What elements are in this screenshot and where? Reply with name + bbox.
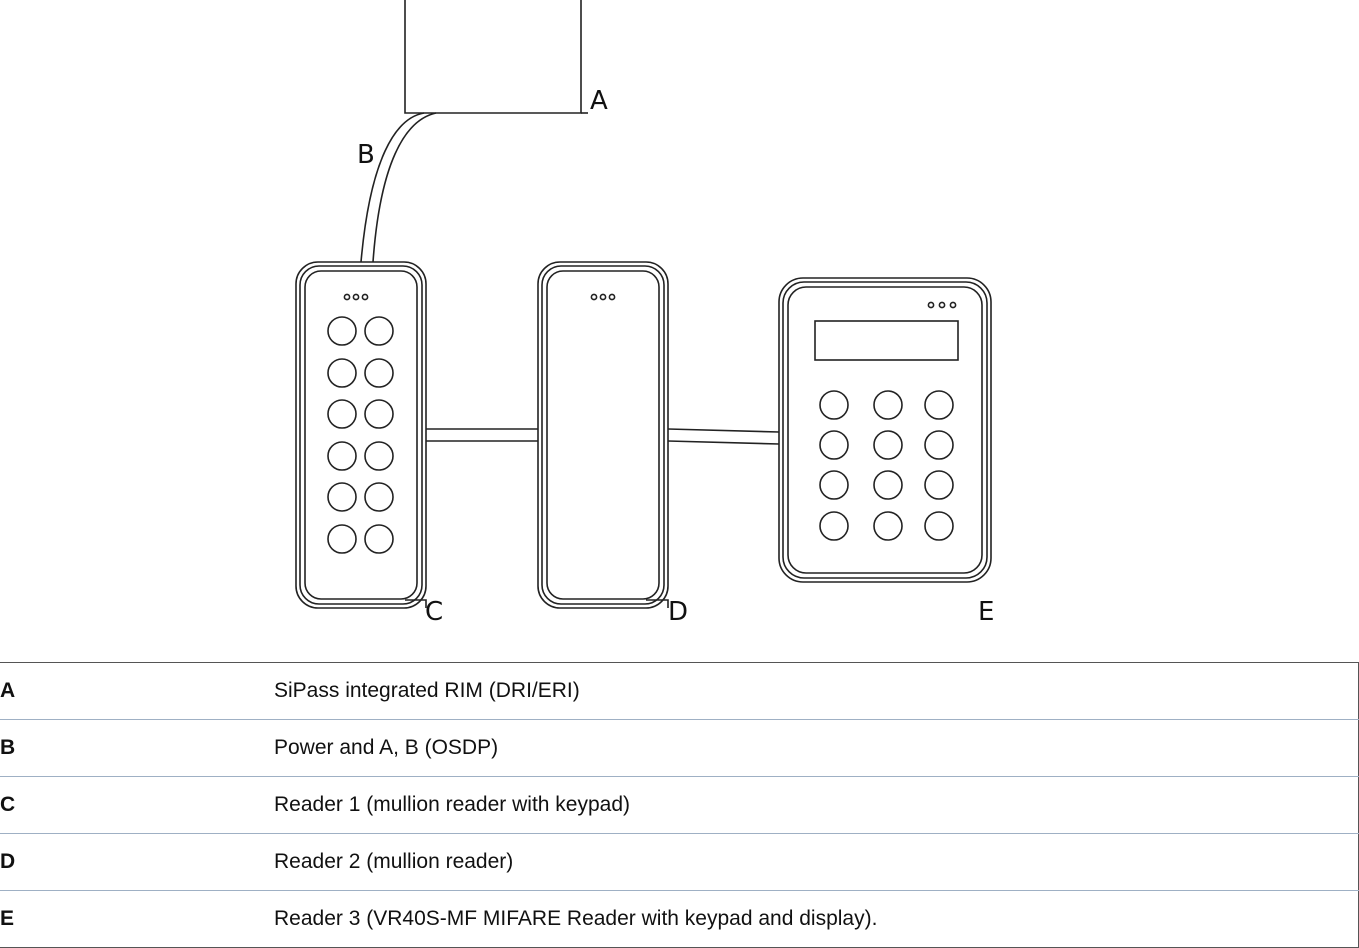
keypad-button: [364, 441, 394, 471]
wiring-diagram: A B C D E: [295, 0, 994, 627]
keypad-button: [327, 316, 357, 346]
table-row: C Reader 1 (mullion reader with keypad): [0, 776, 1359, 834]
keypad-button: [873, 430, 903, 460]
reader-e-keypad: [819, 390, 954, 541]
legend-key: D: [0, 833, 272, 891]
legend-description: Power and A, B (OSDP): [272, 719, 1359, 777]
keypad-button: [819, 470, 849, 500]
keypad-button: [924, 511, 954, 541]
reader-e-display: [814, 320, 959, 361]
keypad-button: [364, 524, 394, 554]
reader-c: [295, 261, 427, 609]
table-row: E Reader 3 (VR40S-MF MIFARE Reader with …: [0, 890, 1359, 948]
legend-key: A: [0, 662, 272, 720]
keypad-button: [364, 358, 394, 388]
keypad-button: [819, 390, 849, 420]
keypad-button: [873, 390, 903, 420]
reader-d: [537, 261, 669, 609]
keypad-button: [924, 470, 954, 500]
keypad-button: [327, 482, 357, 512]
cable-b: [360, 112, 437, 263]
keypad-button: [364, 399, 394, 429]
legend-description: Reader 1 (mullion reader with keypad): [272, 776, 1359, 834]
cable-c-d: [426, 428, 538, 442]
rim-module: [404, 0, 588, 114]
keypad-button: [327, 399, 357, 429]
legend-key: E: [0, 890, 272, 948]
keypad-button: [327, 358, 357, 388]
legend-table: A SiPass integrated RIM (DRI/ERI) B Powe…: [0, 662, 1359, 948]
keypad-button: [819, 430, 849, 460]
cable-d-e: [667, 428, 780, 445]
reader-c-keypad: [327, 316, 394, 554]
label-a: A: [590, 86, 608, 116]
keypad-button: [873, 511, 903, 541]
legend-key: B: [0, 719, 272, 777]
keypad-button: [327, 524, 357, 554]
keypad-button: [924, 390, 954, 420]
keypad-button: [364, 316, 394, 346]
keypad-button: [873, 470, 903, 500]
label-b: B: [357, 140, 375, 170]
keypad-button: [819, 511, 849, 541]
legend-description: Reader 3 (VR40S-MF MIFARE Reader with ke…: [272, 890, 1359, 948]
table-row: D Reader 2 (mullion reader): [0, 833, 1359, 891]
label-c: C: [425, 597, 443, 627]
keypad-button: [924, 430, 954, 460]
legend-description: SiPass integrated RIM (DRI/ERI): [272, 662, 1359, 720]
keypad-button: [364, 482, 394, 512]
table-row: B Power and A, B (OSDP): [0, 719, 1359, 777]
label-d: D: [668, 597, 688, 627]
reader-e: [778, 277, 992, 583]
legend-key: C: [0, 776, 272, 834]
table-row: A SiPass integrated RIM (DRI/ERI): [0, 662, 1359, 720]
keypad-button: [327, 441, 357, 471]
legend-description: Reader 2 (mullion reader): [272, 833, 1359, 891]
label-e: E: [978, 597, 994, 627]
